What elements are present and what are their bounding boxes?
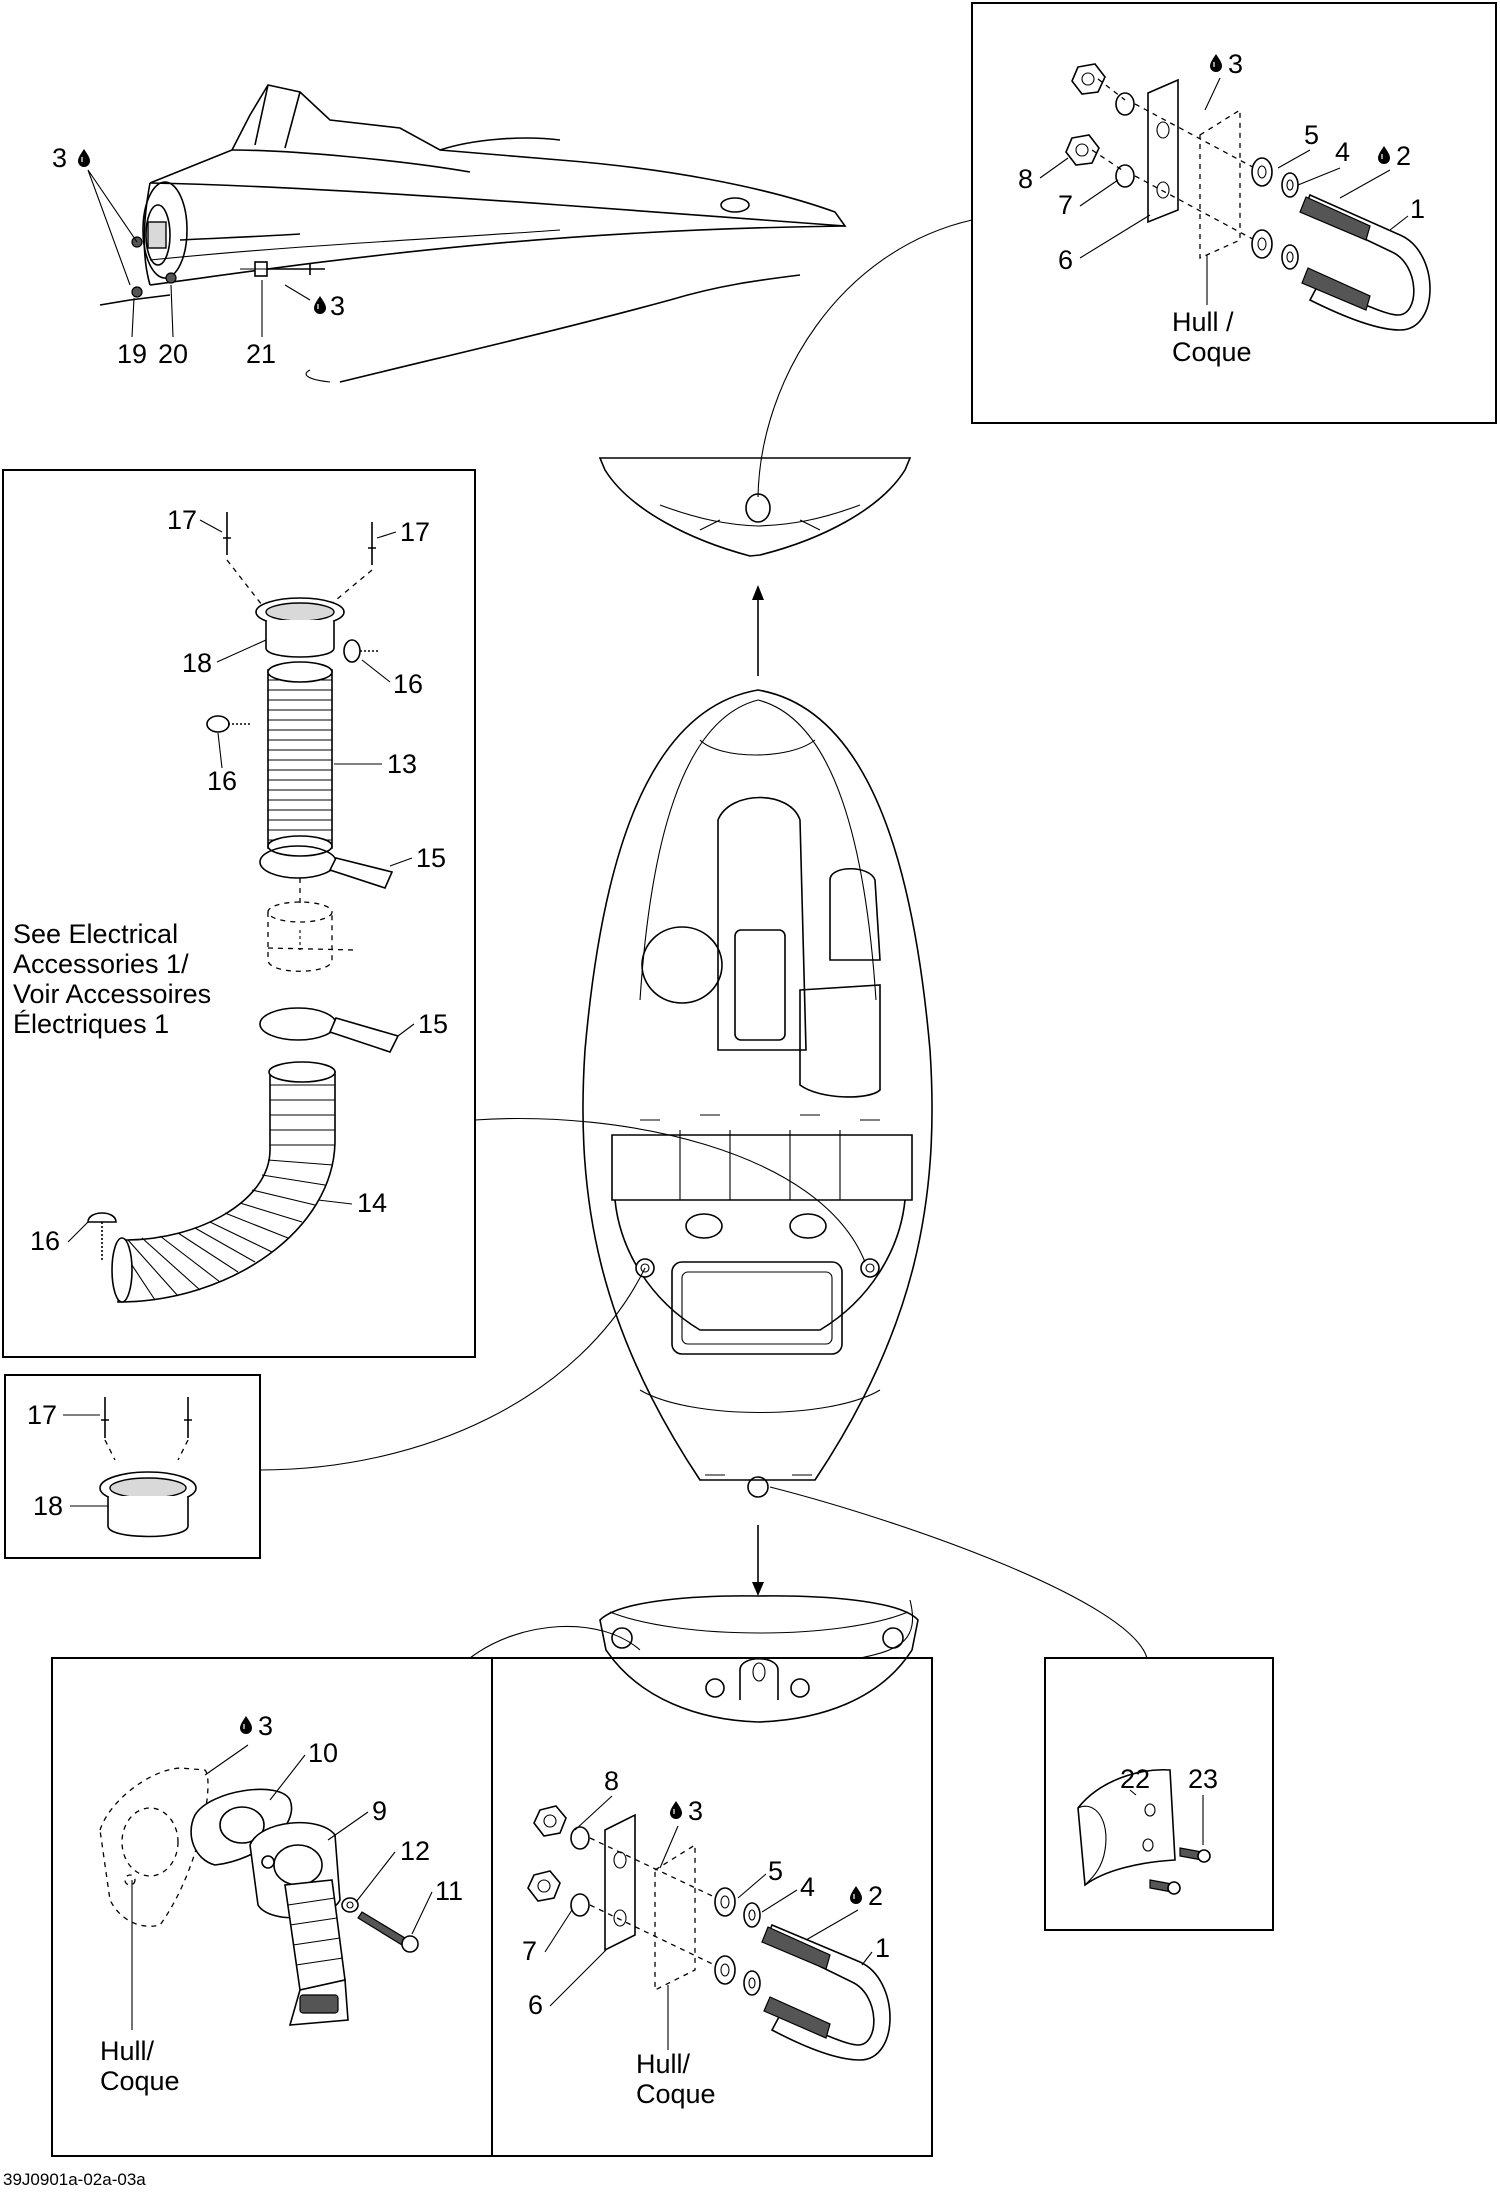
callout-19: 19 xyxy=(117,339,147,369)
callout-2-b: 2 xyxy=(868,1881,883,1911)
hull-label-2: Hull/ xyxy=(100,2036,155,2066)
vent-cover-callouts: 17 18 xyxy=(27,1400,108,1521)
callout-3-boat: 3 xyxy=(52,143,67,173)
ventilation-assembly xyxy=(87,512,400,1303)
callout-5-b: 5 xyxy=(768,1856,783,1886)
boat-callouts: 3 19 20 21 3 xyxy=(52,143,345,369)
droplet-icon xyxy=(669,1800,683,1820)
callout-12: 12 xyxy=(400,1836,430,1866)
bow-eye-box xyxy=(971,2,1497,424)
boat-side-view xyxy=(99,84,847,383)
electrical-note-line-3: Voir Accessoires xyxy=(13,979,211,1009)
ventilation-callouts: 17 17 18 16 16 13 15 15 14 16 See Electr… xyxy=(13,505,448,1256)
callout-3-drain: 3 xyxy=(258,1711,273,1741)
stern-eye-box xyxy=(491,1657,933,2157)
boat-top-view xyxy=(582,457,933,1723)
droplet-icon xyxy=(1377,145,1391,165)
droplet-icon xyxy=(239,1715,253,1735)
callout-16-a: 16 xyxy=(393,669,423,699)
callout-4: 4 xyxy=(1335,137,1350,167)
callout-15-b: 15 xyxy=(418,1009,448,1039)
hull-label-3: Hull/ xyxy=(636,2049,691,2079)
vent-cover-box xyxy=(4,1374,261,1559)
callout-2: 2 xyxy=(1396,141,1411,171)
electrical-note-line-2: Accessories 1/ xyxy=(13,949,189,979)
figure-code: 39J0901a-02a-03a xyxy=(3,2170,146,2189)
bow-eye-assembly xyxy=(1065,63,1431,331)
bracket-assembly xyxy=(1077,1769,1211,1895)
callout-6: 6 xyxy=(1058,245,1073,275)
callout-17-a: 17 xyxy=(167,505,197,535)
hull-label-1: Hull / xyxy=(1172,307,1234,337)
callout-11: 11 xyxy=(435,1876,463,1906)
droplet-icon xyxy=(849,1885,863,1905)
detail-leader-lines xyxy=(259,219,1148,1659)
callout-7: 7 xyxy=(1058,190,1073,220)
callout-3-b: 3 xyxy=(688,1796,703,1826)
vent-cover-assembly xyxy=(99,1397,197,1538)
callout-16-c: 16 xyxy=(30,1226,60,1256)
coque-label-1: Coque xyxy=(1172,337,1252,367)
stern-eye-assembly xyxy=(527,1805,891,2061)
callout-3-rivet: 3 xyxy=(330,291,345,321)
bow-eye-callouts: 3 5 4 2 1 8 7 6 Hull / Coque xyxy=(1018,49,1425,367)
bracket-callouts: 22 23 xyxy=(1120,1764,1218,1845)
callout-17-b: 17 xyxy=(400,517,430,547)
droplet-icon xyxy=(77,148,91,168)
callout-23: 23 xyxy=(1188,1764,1218,1794)
bracket-box xyxy=(1044,1657,1274,1931)
callout-15-a: 15 xyxy=(416,843,446,873)
callout-22: 22 xyxy=(1120,1764,1150,1794)
callout-8: 8 xyxy=(1018,164,1033,194)
electrical-note-line-1: See Electrical xyxy=(13,919,178,949)
ventilation-box xyxy=(2,469,476,1358)
callout-1-b: 1 xyxy=(875,1933,890,1963)
callout-20: 20 xyxy=(158,339,188,369)
coque-label-2: Coque xyxy=(100,2066,180,2096)
drain-plug-callouts: 3 10 9 12 11 Hull/ Coque xyxy=(100,1711,463,2096)
callout-13: 13 xyxy=(387,749,417,779)
callout-7-b: 7 xyxy=(522,1936,537,1966)
callout-14: 14 xyxy=(357,1188,387,1218)
droplet-icon xyxy=(313,295,327,315)
callout-1: 1 xyxy=(1410,194,1425,224)
callout-21: 21 xyxy=(246,339,276,369)
electrical-note-line-4: Électriques 1 xyxy=(13,1009,169,1039)
droplet-icon xyxy=(1209,53,1223,73)
callout-18-a: 18 xyxy=(182,648,212,678)
callout-3-top: 3 xyxy=(1228,49,1243,79)
callout-10: 10 xyxy=(308,1738,338,1768)
callout-4-b: 4 xyxy=(800,1872,815,1902)
callout-17-c: 17 xyxy=(27,1400,57,1430)
callout-18-b: 18 xyxy=(33,1491,63,1521)
callout-16-b: 16 xyxy=(207,766,237,796)
drain-plug-assembly xyxy=(99,1767,419,2026)
callout-5: 5 xyxy=(1304,120,1319,150)
coque-label-3: Coque xyxy=(636,2079,716,2109)
callout-9: 9 xyxy=(372,1796,387,1826)
callout-8-b: 8 xyxy=(604,1766,619,1796)
stern-eye-callouts: 8 3 5 4 2 1 7 6 Hull/ Coque xyxy=(522,1766,890,2109)
callout-6-b: 6 xyxy=(528,1990,543,2020)
